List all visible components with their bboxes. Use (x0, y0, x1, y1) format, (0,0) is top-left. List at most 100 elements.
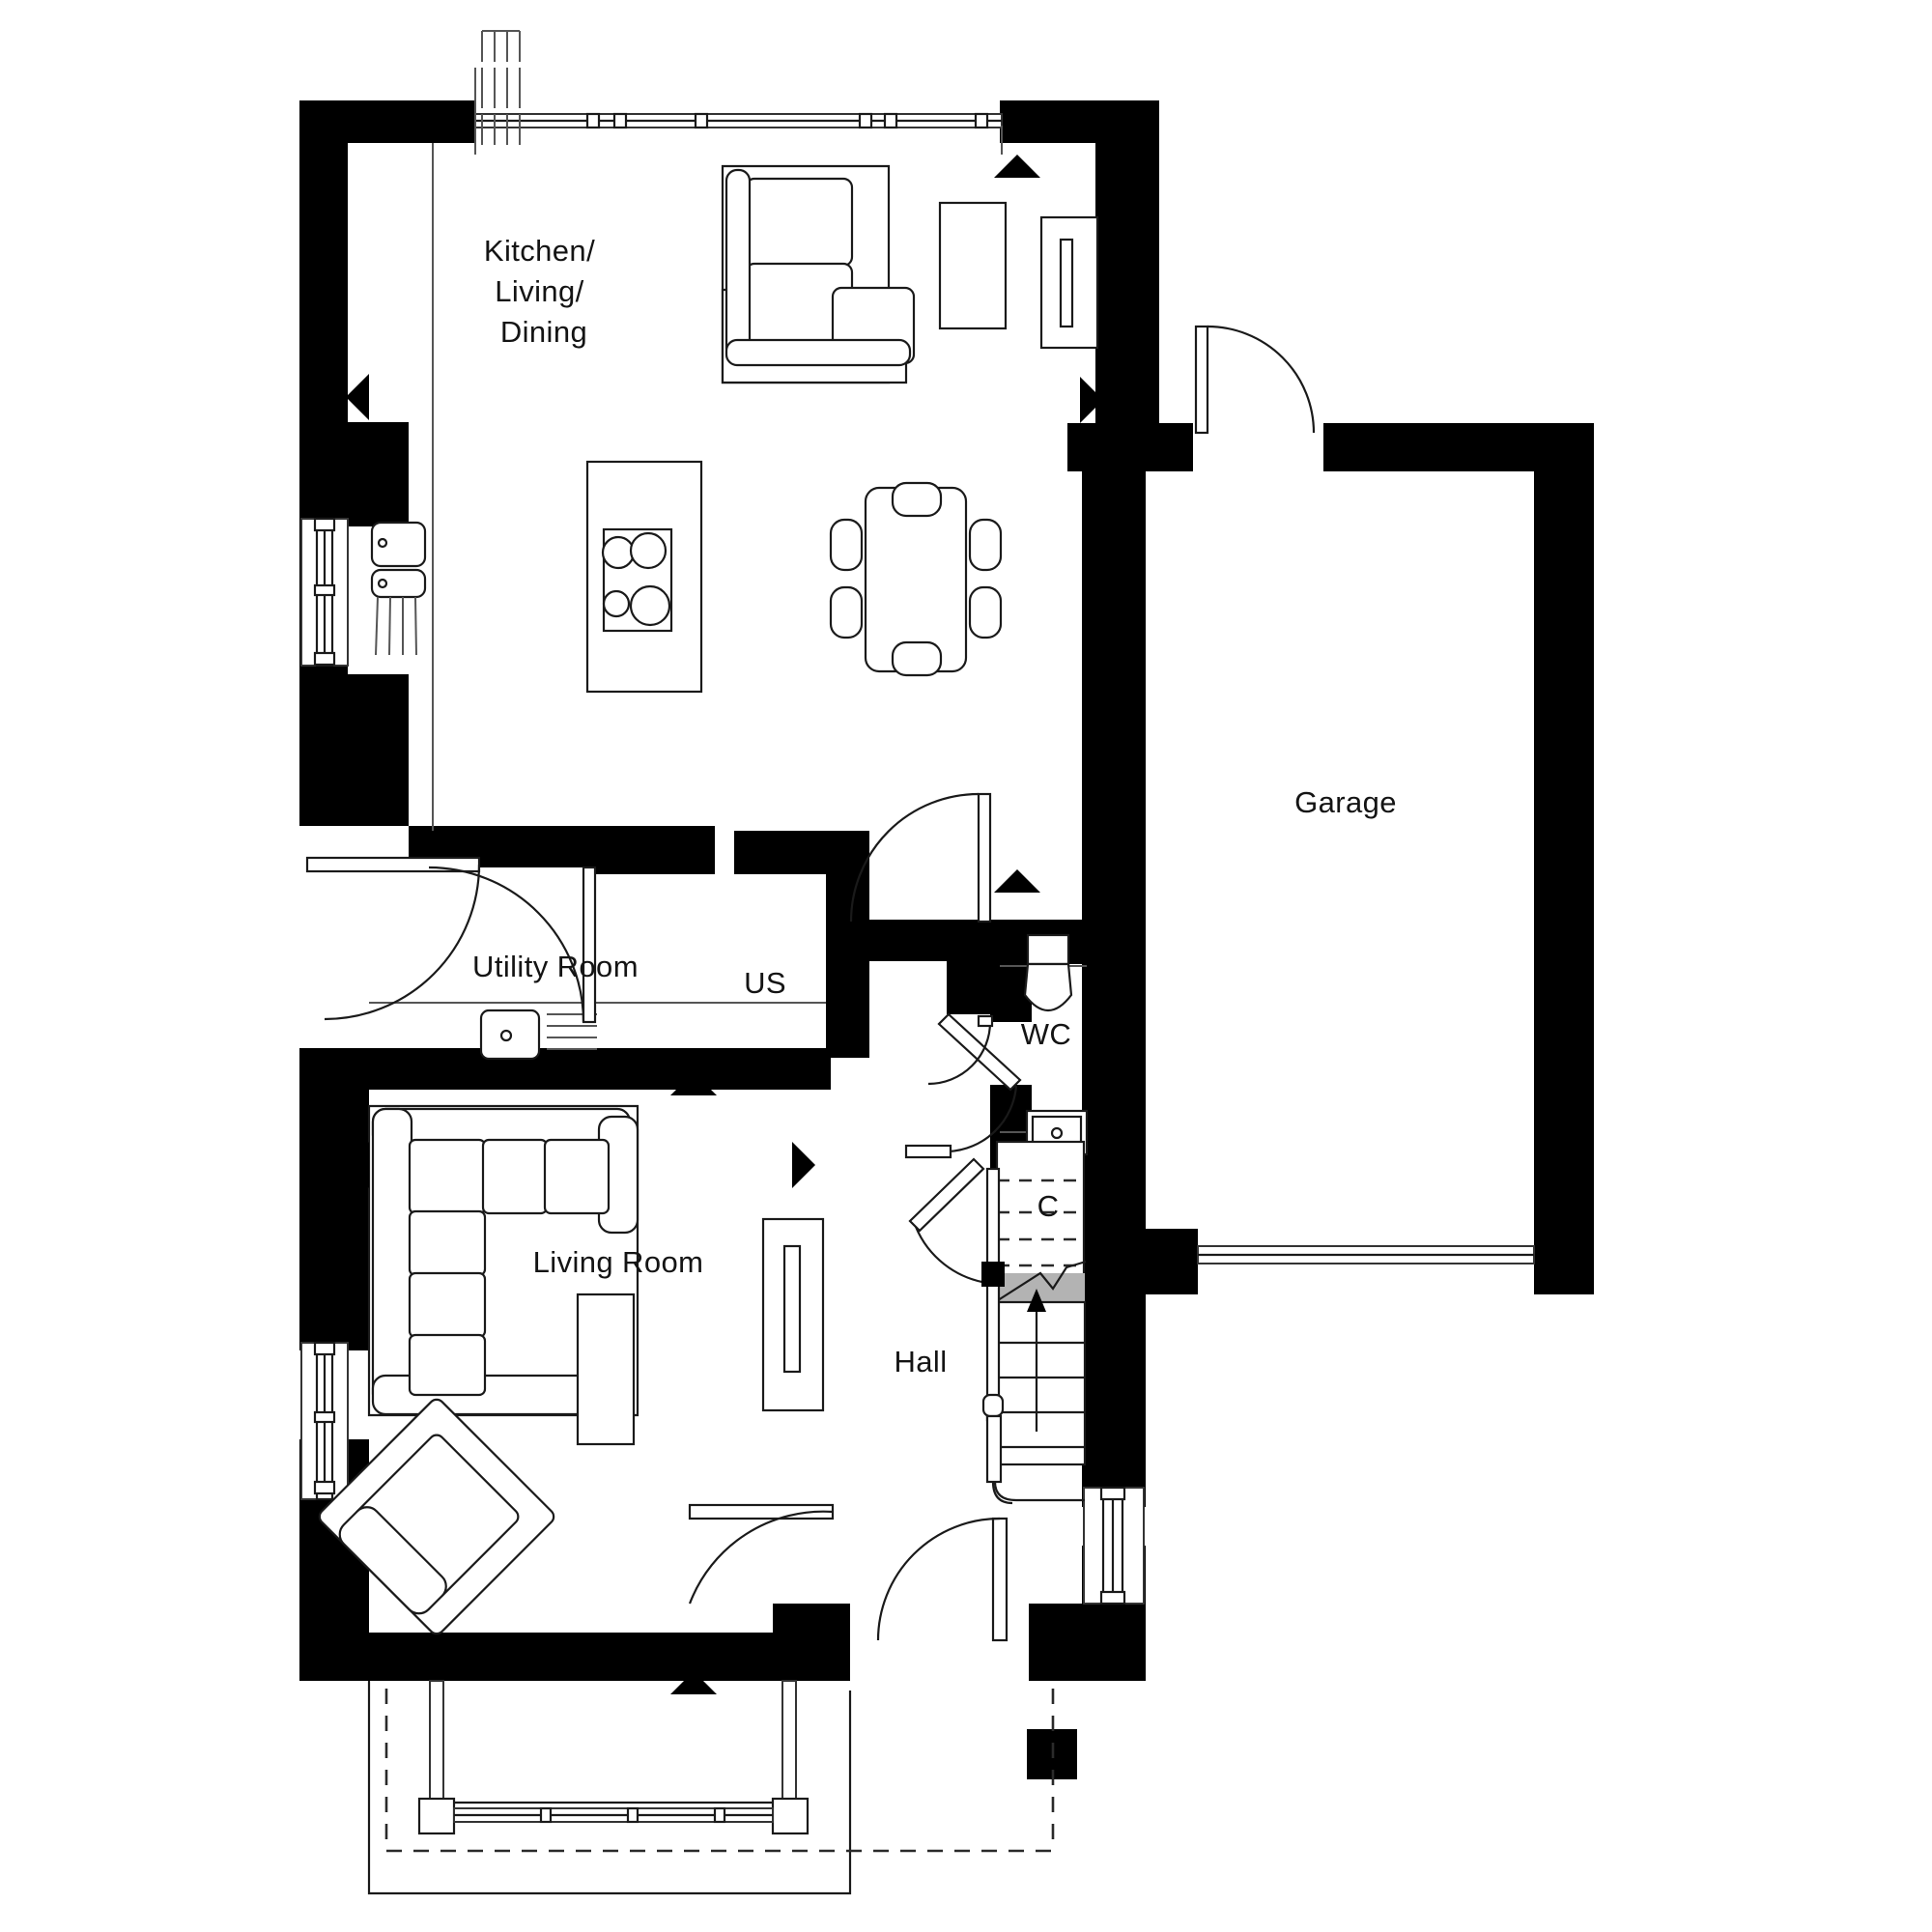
bifold-joint-2 (612, 112, 628, 129)
wall-utility-us-divider (826, 869, 869, 1058)
toilet-cistern (1026, 933, 1070, 966)
stair-handrail-curve (991, 1481, 1013, 1505)
label-hall: Hall (894, 1345, 947, 1378)
dining-chair-right-2 (968, 585, 1003, 639)
door-wc-swing-arc (927, 1021, 992, 1086)
wall-us-top (734, 831, 869, 874)
kitchen-living-dining-outline (432, 126, 1003, 831)
living-sofa-cushion-6 (408, 1333, 487, 1397)
kitchen-sink-bowl (370, 521, 427, 568)
bifold-doors-rear[interactable] (474, 30, 1003, 155)
wall-hall-garage-divider (1082, 889, 1146, 1507)
label-cupboard: C (1037, 1189, 1060, 1223)
label-kld-line2: Living/ (495, 274, 583, 308)
toilet-pan (1023, 962, 1073, 1011)
sofa-kld-arm-bottom (724, 338, 912, 367)
living-room-armchair (318, 1398, 555, 1635)
hob-burner-4 (629, 584, 671, 627)
hob-burner-2 (629, 531, 668, 570)
door-utility-kld-swing-arc[interactable] (428, 866, 585, 1023)
wall-wc-left-upper (990, 964, 1032, 1022)
radiator-marker-kld-left (346, 374, 369, 420)
dining-chair-left-1 (829, 518, 864, 572)
bay-outer-profile (367, 1681, 852, 1895)
door-wc-hinge (977, 1014, 994, 1028)
hob-burner-1 (601, 535, 636, 570)
wash-basin-plug (1050, 1126, 1064, 1140)
wall-hall-top (869, 920, 990, 961)
living-sofa-cushion-1 (408, 1138, 487, 1215)
sofa-kld-cushion-1 (744, 177, 854, 268)
wall-utility-top (591, 831, 715, 874)
kitchen-island-with-hob (585, 460, 703, 694)
front-door[interactable] (876, 1517, 1009, 1642)
bifold-joint-4 (858, 112, 873, 129)
stair-balustrade (985, 1167, 1001, 1422)
radiator-marker-bay (670, 1671, 717, 1694)
kitchen-sink-unit (370, 521, 427, 656)
door-garage-to-hall[interactable] (1194, 325, 1316, 435)
living-room-media-unit (761, 1217, 825, 1412)
label-kitchen-living-dining: Kitchen/ Living/ Dining (484, 234, 604, 349)
bay-glazing-joint-3 (713, 1806, 726, 1824)
door-hall-kld-leaf (977, 792, 992, 923)
radiator-markers (346, 155, 1103, 1694)
bay-canopy-dashed-outline (384, 1689, 1053, 1853)
radiator-marker-living-left (346, 1142, 369, 1188)
window-kitchen-left[interactable] (300, 517, 349, 668)
door-us-swing-arc (948, 1085, 1018, 1153)
dining-chair-left-2 (829, 585, 864, 639)
bay-glazing-joint-1 (539, 1806, 553, 1824)
living-room-corner-sofa (367, 1104, 639, 1417)
door-understairs-jamb (981, 1262, 1005, 1287)
media-unit-tv (782, 1244, 802, 1374)
kitchen-corner-sofa (721, 164, 916, 384)
tv-screen (1059, 238, 1074, 328)
door-utility-swing-arc[interactable] (324, 864, 481, 1021)
living-sofa-cushion-3 (543, 1138, 611, 1215)
bifold-joint-3 (694, 112, 709, 129)
door-utility-kld-leaf (582, 866, 597, 1024)
radiator-marker-living-top (670, 1072, 717, 1095)
utility-room-features (305, 856, 826, 1061)
wall-kitchen-garage-divider (1082, 425, 1146, 898)
room-labels: Kitchen/ Living/ Dining Garage Utility R… (472, 234, 1397, 1378)
dining-chair-bottom (891, 640, 943, 677)
door-understairs-leaf (908, 1157, 985, 1233)
garage-up-and-over-door[interactable] (1197, 1245, 1535, 1264)
door-living-swing-arc (688, 1510, 834, 1605)
wall-garage-door-jamb-right (1534, 1229, 1594, 1294)
label-us: US (744, 966, 786, 1000)
dining-chair-right-1 (968, 518, 1003, 572)
kitchen-drainer-plug (377, 578, 388, 589)
staircase-up (981, 1140, 1087, 1505)
wall-garage-door-jamb-top (1067, 423, 1193, 471)
label-garage: Garage (1294, 785, 1397, 819)
coffee-table-top (576, 1293, 636, 1446)
wall-exterior-left-living-upper (299, 1048, 369, 1350)
door-wc[interactable] (927, 1014, 994, 1086)
living-sofa-back-left (371, 1107, 413, 1408)
stair-arrow-head (1027, 1289, 1046, 1312)
window-living-left[interactable] (300, 1341, 349, 1501)
wall-front-door-jamb-left (773, 1604, 850, 1681)
wc-fittings (1000, 933, 1089, 1156)
wall-garage-right (1534, 423, 1594, 1275)
living-sofa-cushion-2 (481, 1138, 549, 1215)
front-door-swing-arc (876, 1517, 1001, 1641)
armchair-front-rail (338, 1506, 447, 1615)
wall-garage-door-jamb-left (1146, 1229, 1198, 1294)
living-sofa-cushion-5 (408, 1271, 487, 1339)
bay-mullion-right (781, 1680, 797, 1807)
door-understairs-store[interactable] (908, 1157, 1005, 1287)
window-hall-right[interactable] (1083, 1486, 1145, 1605)
living-room-coffee-table (576, 1293, 636, 1446)
kitchen-tv-unit (1039, 215, 1099, 350)
door-us-store[interactable] (904, 1012, 1022, 1159)
sofa-kld-arm-left (724, 168, 752, 361)
door-hall-to-kld[interactable] (849, 792, 992, 923)
door-living-room[interactable] (688, 1503, 835, 1605)
door-garage-leaf (1194, 325, 1209, 435)
bay-window[interactable] (367, 1680, 1055, 1895)
